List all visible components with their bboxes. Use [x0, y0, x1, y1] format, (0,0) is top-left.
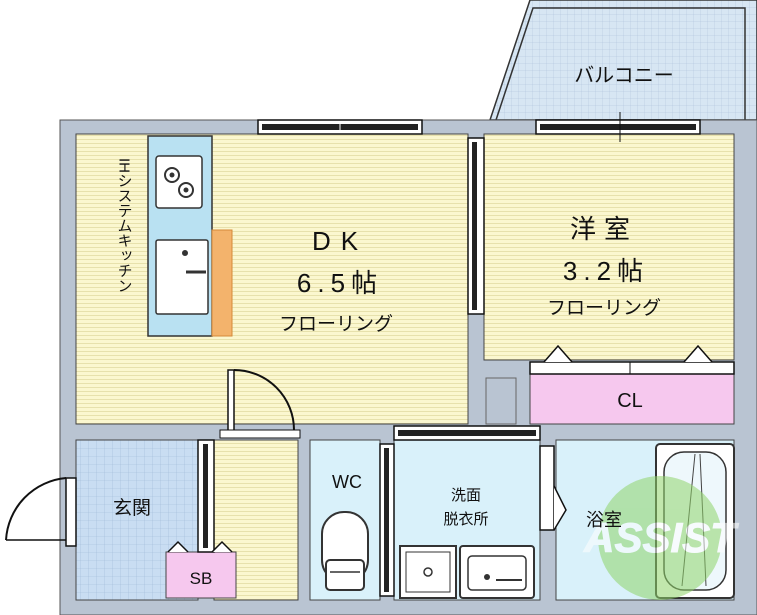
dk-name: DK — [312, 226, 368, 256]
window-western — [535, 112, 701, 142]
dk-floor — [75, 133, 469, 425]
wash-basin-icon — [459, 545, 535, 599]
western-room-floor — [483, 133, 735, 361]
shoe-box-label: SB — [190, 569, 213, 588]
western-room-name: 洋室 — [570, 214, 638, 244]
washroom-label-line2: 脱衣所 — [443, 511, 488, 528]
window-dk — [257, 119, 423, 135]
shoe-box — [165, 551, 237, 599]
closet-floor — [529, 371, 735, 425]
toilet-door — [379, 443, 395, 597]
toilet-label: WC — [332, 472, 362, 492]
ih-stove-icon — [155, 155, 203, 209]
kitchen-unit — [147, 135, 233, 337]
balcony — [488, 0, 757, 121]
dk-floor-type: フローリング — [279, 313, 393, 335]
toilet-icon — [321, 511, 369, 591]
washing-machine-pan-icon — [399, 545, 457, 599]
western-room-floor-type: フローリング — [547, 297, 661, 319]
sink-icon — [155, 239, 209, 315]
washroom-door — [393, 425, 541, 441]
entrance-door — [5, 477, 77, 547]
kitchen-label: IHシステムキッチン — [116, 158, 133, 293]
corridor-door — [219, 369, 301, 439]
closet-label: CL — [617, 390, 643, 412]
western-room-size: 3.2帖 — [563, 256, 649, 286]
assist-logo: ASSIST — [583, 476, 740, 600]
entrance-label: 玄関 — [113, 497, 151, 519]
balcony-label: バルコニー — [574, 65, 674, 87]
shoe-box-doors — [167, 540, 233, 553]
bath-door — [539, 445, 567, 531]
sliding-door-dk-western — [467, 137, 485, 315]
bath-label: 浴室 — [586, 510, 622, 530]
washroom-label-line1: 洗面 — [451, 487, 481, 504]
closet-wall-notch — [485, 377, 517, 425]
dk-size: 6.5帖 — [297, 268, 383, 298]
closet-doors — [529, 344, 735, 375]
assist-watermark-text: ASSIST — [583, 514, 739, 561]
